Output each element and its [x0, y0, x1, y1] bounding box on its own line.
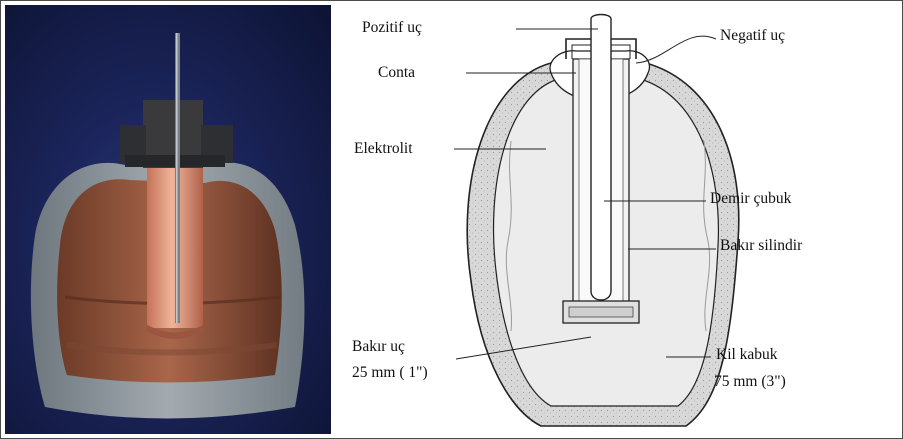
- label-elektrolit: Elektrolit: [354, 140, 413, 158]
- label-conta: Conta: [378, 64, 415, 82]
- label-kil-kabuk: Kil kabuk: [716, 346, 778, 364]
- leader-negatif: [636, 36, 716, 63]
- label-pozitif-uc: Pozitif uç: [362, 19, 422, 37]
- label-kil-kabuk-size: 75 mm (3"): [714, 373, 786, 391]
- label-negatif-uc: Negatif uç: [720, 27, 785, 45]
- label-bakir-uc-size: 25 mm ( 1"): [352, 364, 428, 382]
- battery-schematic: Pozitif uç Negatif uç Conta Elektrolit D…: [336, 1, 902, 438]
- jar-cutaway-photo: [5, 5, 331, 434]
- label-bakir-uc: Bakır uç: [352, 338, 405, 356]
- label-demir-cubuk: Demir çubuk: [710, 190, 791, 208]
- baghdad-battery-photo: [5, 5, 331, 434]
- iron-rod: [591, 15, 611, 301]
- label-bakir-silindir: Bakır silindir: [720, 237, 802, 255]
